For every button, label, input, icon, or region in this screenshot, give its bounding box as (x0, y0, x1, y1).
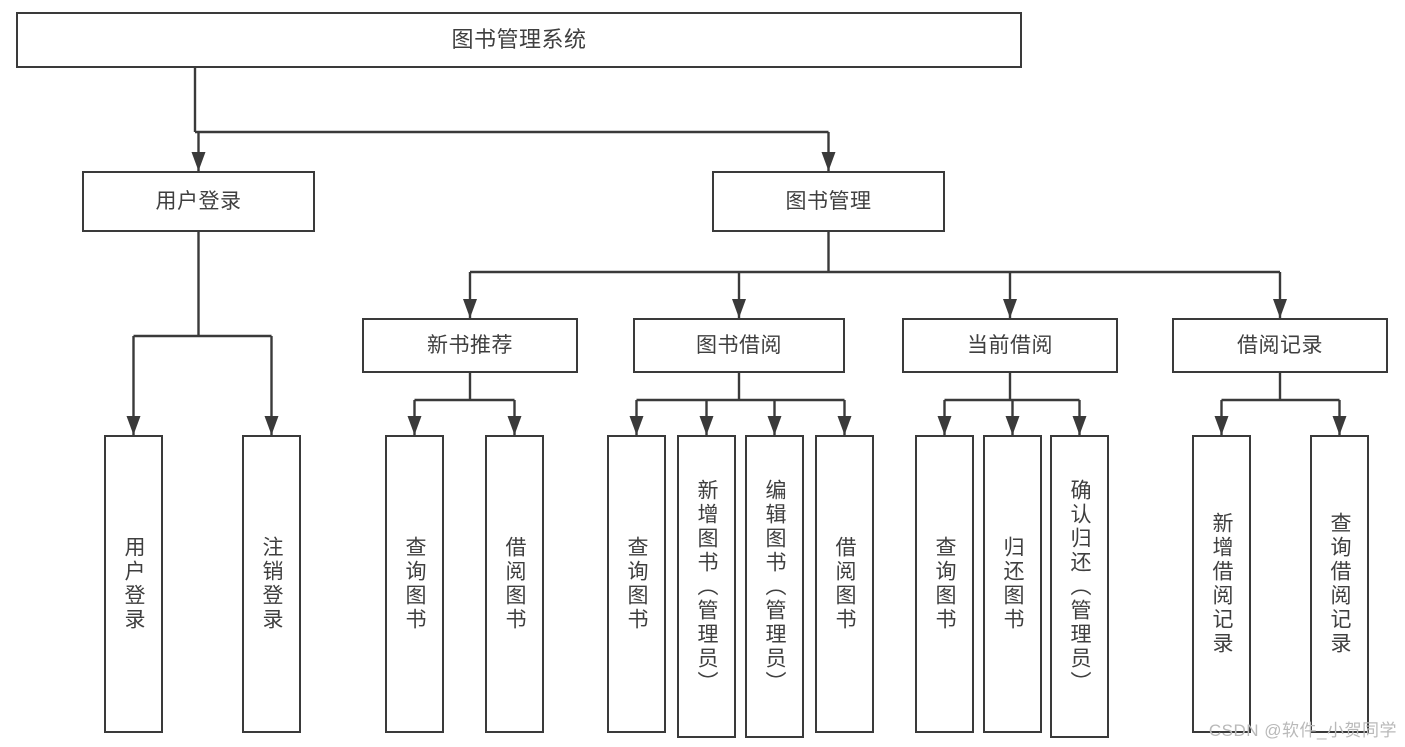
node-l-bk-query: 查询图书 (607, 435, 666, 733)
node-label: 查询图书 (625, 536, 648, 632)
arrow-head-icon (1005, 416, 1020, 435)
node-label: 编辑图书（管理员） (763, 478, 786, 695)
node-l-bk-edit: 编辑图书（管理员） (745, 435, 804, 738)
node-l-cur-ret: 归还图书 (983, 435, 1042, 733)
arrow-head-icon (1214, 416, 1229, 435)
arrow-head-icon (191, 152, 206, 171)
node-l-userlogin: 用户登录 (104, 435, 163, 733)
arrow-head-icon (126, 416, 141, 435)
node-l-bk-add: 新增图书（管理员） (677, 435, 736, 738)
arrow-head-icon (463, 299, 477, 318)
node-l-rec-add: 新增借阅记录 (1192, 435, 1251, 733)
arrow-head-icon (264, 416, 279, 435)
node-l-logout: 注销登录 (242, 435, 301, 733)
arrow-head-icon (767, 416, 782, 435)
node-borrow: 图书借阅 (633, 318, 845, 373)
node-records: 借阅记录 (1172, 318, 1388, 373)
arrow-head-icon (629, 416, 644, 435)
node-l-nb-borrow: 借阅图书 (485, 435, 544, 733)
arrow-head-icon (732, 299, 746, 318)
node-label: 图书管理系统 (451, 26, 587, 52)
node-label: 查询图书 (403, 536, 426, 632)
node-login: 用户登录 (82, 171, 315, 232)
node-label: 新增图书（管理员） (695, 478, 718, 695)
node-bookmgmt: 图书管理 (712, 171, 945, 232)
arrow-head-icon (1273, 299, 1287, 318)
node-current: 当前借阅 (902, 318, 1118, 373)
arrow-head-icon (699, 416, 714, 435)
node-label: 用户登录 (122, 536, 145, 632)
node-label: 归还图书 (1001, 536, 1024, 632)
node-label: 新增借阅记录 (1210, 512, 1233, 656)
arrow-head-icon (937, 416, 952, 435)
node-l-bk-lend: 借阅图书 (815, 435, 874, 733)
node-label: 用户登录 (155, 189, 242, 213)
arrow-head-icon (821, 152, 836, 171)
node-label: 图书管理 (785, 189, 872, 213)
node-label: 借阅图书 (503, 536, 526, 632)
node-label: 查询借阅记录 (1328, 512, 1351, 656)
node-root: 图书管理系统 (16, 12, 1022, 68)
arrow-head-icon (837, 416, 852, 435)
node-l-rec-query: 查询借阅记录 (1310, 435, 1369, 733)
node-l-cur-query: 查询图书 (915, 435, 974, 733)
node-label: 查询图书 (933, 536, 956, 632)
node-label: 图书借阅 (696, 333, 782, 357)
node-label: 注销登录 (260, 536, 283, 632)
node-newbook: 新书推荐 (362, 318, 578, 373)
node-label: 新书推荐 (427, 333, 513, 357)
arrow-head-icon (1003, 299, 1017, 318)
arrow-head-icon (407, 416, 422, 435)
node-label: 借阅图书 (833, 536, 856, 632)
node-l-cur-conf: 确认归还（管理员） (1050, 435, 1109, 738)
node-label: 借阅记录 (1237, 333, 1323, 357)
node-label: 确认归还（管理员） (1068, 478, 1091, 695)
node-l-nb-query: 查询图书 (385, 435, 444, 733)
node-label: 当前借阅 (967, 333, 1053, 357)
arrow-head-icon (507, 416, 522, 435)
arrow-head-icon (1072, 416, 1087, 435)
arrow-head-icon (1332, 416, 1347, 435)
